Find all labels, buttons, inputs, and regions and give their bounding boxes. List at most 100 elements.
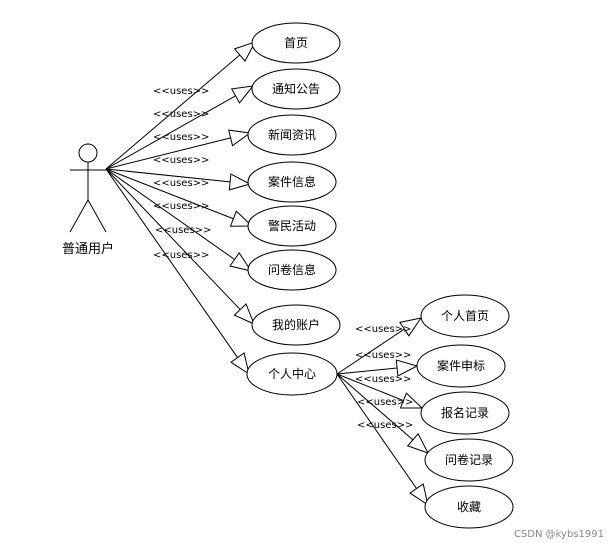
edge-main-6-arrowhead [233,303,255,325]
actor-right-leg [87,199,107,233]
sub-use-case-3: 问卷记录 [424,438,514,482]
edge-main-7 [105,168,250,376]
edge-main-5-line [105,168,235,260]
sub-use-case-label-0: 个人首页 [441,309,489,323]
edge-main-2 [105,129,252,170]
use-case-3: 案件信息 [247,161,337,203]
use-case-1: 通知公告 [251,68,341,110]
edge-main-5-arrowhead [229,252,253,272]
use-case-label-6: 我的账户 [272,317,320,332]
sub-use-case-label-4: 收藏 [457,500,481,514]
use-case-4: 警民活动 [247,205,337,247]
edge-sub-3-line [336,373,414,441]
stereotype-label-main-7: <<uses>> [153,250,209,261]
edge-main-0-arrowhead [233,41,257,62]
edge-main-3 [105,168,252,191]
edge-sub-2-line [336,373,404,402]
sub-use-case-ellipse-3 [424,438,514,482]
sub-use-case-label-3: 问卷记录 [445,452,493,467]
stereotype-label-main-0: <<uses>> [153,86,209,97]
edge-main-6 [105,168,255,325]
edge-sub-2 [336,373,424,409]
use-case-ellipse-5 [247,249,337,291]
stereotype-label-main-4: <<uses>> [153,178,209,189]
actor-left-leg [69,199,89,233]
use-case-label-7: 个人中心 [268,366,316,381]
edge-sub-0-arrowhead [399,317,423,337]
use-case-ellipse-6 [251,304,341,346]
sub-use-case-0: 个人首页 [420,294,510,338]
use-case-label-4: 警民活动 [268,218,316,233]
use-case-label-1: 通知公告 [272,82,320,96]
use-case-6: 我的账户 [251,304,341,346]
stereotype-label-sub-4: <<uses>> [357,420,413,431]
edge-main-0-line [105,54,241,170]
stereotype-label-main-6: <<uses>> [155,225,211,236]
edge-main-4-line [105,168,234,220]
edge-sub-2-arrowhead [399,392,424,409]
watermark: CSDN @kybs1991 [514,529,604,540]
edge-sub-4-line [336,373,418,489]
stereotype-label-sub-0: <<uses>> [355,324,411,335]
edge-sub-4 [336,373,429,507]
actor-label: 普通用户 [62,241,114,257]
edge-main-1 [105,85,255,170]
edges-main: <<uses>> <<uses>> <<uses>> <<uses>> <<uses>>… [105,41,257,376]
edge-main-4-arrowhead [229,210,254,227]
edge-sub-1-arrowhead [395,359,419,377]
edge-sub-0-line [336,328,405,375]
edge-sub-1 [336,359,419,377]
edges-sub: <<uses>><<uses>><<uses>><<uses>><<uses>> [336,317,430,507]
edge-main-3-arrowhead [228,173,252,191]
edge-sub-1-line [336,367,398,375]
edge-sub-0 [336,317,423,375]
use-case-label-2: 新闻资讯 [268,127,316,142]
use-case-label-0: 首页 [284,36,308,50]
edge-main-7-arrowhead [230,352,250,376]
use-case-ellipse-0 [251,22,341,64]
edge-main-1-line [105,95,236,170]
use-case-ellipse-2 [247,114,337,156]
use-case-0: 首页 [251,22,341,64]
sub-use-case-label-1: 案件申标 [437,358,485,373]
sub-use-case-ellipse-0 [420,294,510,338]
sub-use-case-4: 收藏 [424,485,514,529]
use-case-label-3: 案件信息 [268,174,316,189]
edge-main-7-line [105,168,238,358]
sub-use-case-label-2: 报名记录 [441,405,489,420]
edge-main-1-arrowhead [230,85,255,104]
use-case-5: 问卷信息 [247,249,337,291]
edge-sub-3-arrowhead [406,432,430,454]
use-case-7: 个人中心 [246,352,338,396]
actor-figure [69,143,107,233]
use-case-ellipse-1 [251,68,341,110]
edge-main-4 [105,168,254,227]
sub-use-case-2: 报名记录 [420,391,510,435]
stereotype-label-sub-1: <<uses>> [355,350,411,361]
use-case-ellipse-4 [247,205,337,247]
actor-head [78,143,98,163]
use-case-2: 新闻资讯 [247,114,337,156]
sub-use-case-ellipse-1 [416,344,506,388]
use-case-label-5: 问卷信息 [268,262,316,277]
edge-sub-4-arrowhead [409,483,429,507]
stereotype-label-main-1: <<uses>> [153,109,209,120]
edge-main-3-line [105,168,231,183]
edge-main-2-line [105,137,231,170]
edge-main-5 [105,168,253,272]
stereotype-label-main-3: <<uses>> [153,155,209,166]
sub-use-case-ellipse-2 [420,391,510,435]
edge-main-0 [105,41,257,170]
sub-use-case-ellipse-4 [424,485,514,529]
edge-main-2-arrowhead [228,129,252,147]
edge-main-6-line [105,168,241,310]
stereotype-label-main-5: <<uses>> [153,201,209,212]
edge-sub-3 [336,373,430,454]
stereotype-label-sub-2: <<uses>> [355,374,411,385]
sub-use-case-1: 案件申标 [416,344,506,388]
stereotype-label-main-2: <<uses>> [153,132,209,143]
